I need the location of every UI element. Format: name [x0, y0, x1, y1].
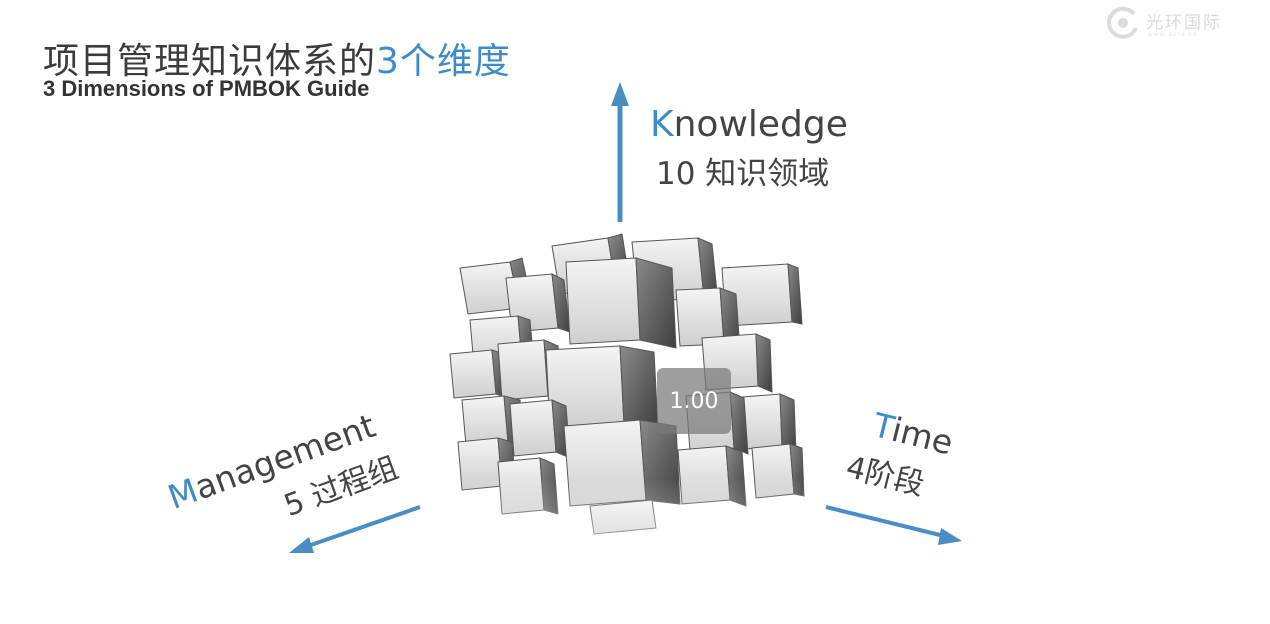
- aura-logo-icon: [1107, 6, 1138, 39]
- playback-speed-badge[interactable]: 1.00: [657, 368, 731, 434]
- time-arrow-head: [938, 528, 962, 545]
- management-arrow-head: [289, 537, 314, 553]
- title-accent: 3个维度: [376, 41, 511, 82]
- cube-blocks-icon: [440, 233, 810, 608]
- logo-subtext: www.aura.cn: [1148, 31, 1198, 38]
- knowledge-label: Knowledge: [650, 104, 848, 145]
- knowledge-sublabel: 10 知识领域: [656, 156, 830, 192]
- title-main: 项目管理知识体系的: [43, 41, 377, 82]
- logo-text: 光环国际: [1146, 13, 1222, 33]
- time-arrow: [825, 505, 945, 538]
- page-title: 项目管理知识体系的3个维度: [43, 32, 511, 84]
- knowledge-initial: K: [650, 104, 674, 145]
- knowledge-arrow-head: [611, 82, 629, 106]
- logo: 光环国际 www.aura.cn: [1104, 4, 1254, 44]
- management-arrow: [307, 505, 421, 548]
- knowledge-rest: nowledge: [673, 104, 848, 145]
- page-subtitle: 3 Dimensions of PMBOK Guide: [43, 76, 370, 101]
